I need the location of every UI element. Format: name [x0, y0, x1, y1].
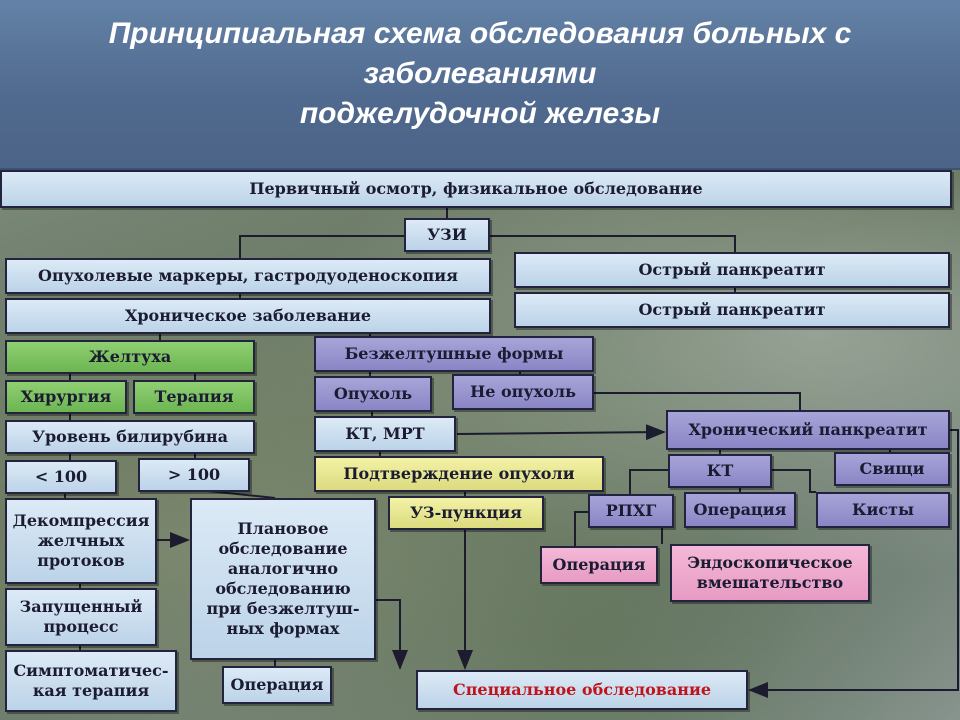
line-rphg-operation: [574, 511, 588, 546]
box-bilirubin-less-100: < 100: [5, 460, 117, 494]
title-line-1: Принципиальная схема обследования больны…: [108, 17, 852, 50]
slide-header: Принципиальная схема обследования больны…: [0, 0, 960, 170]
box-not-tumor: Не опухоль: [452, 374, 594, 410]
line-more-planned: [207, 490, 276, 499]
box-cysts: Кисты: [816, 492, 950, 528]
arrow-ctmri-chronicpanc: [456, 424, 666, 441]
box-uzi: УЗИ: [404, 218, 490, 252]
title-line-2: заболеваниями: [363, 57, 597, 90]
title-line-3: поджелудочной железы: [299, 97, 661, 130]
box-endoscopic: Эндоскопическое вмешательство: [670, 544, 870, 602]
box-advanced-process: Запущенный процесс: [5, 588, 157, 646]
box-primary-exam: Первичный осмотр, физикальное обследован…: [0, 170, 952, 208]
box-fistulas: Свищи: [834, 452, 950, 486]
box-tumor-confirmation: Подтверждение опухоли: [314, 456, 604, 492]
box-special-exam: Специальное обследование: [416, 670, 748, 710]
box-rpkhg: РПХГ: [588, 494, 674, 528]
arrow-chronicpanc-special: [748, 429, 959, 698]
slide-title: Принципиальная схема обследования больны…: [10, 14, 950, 134]
box-operation-kt: Операция: [684, 492, 796, 528]
line-uzi-markers: [239, 235, 404, 258]
box-planned-exam: Плановое обследование аналогично обследо…: [190, 498, 376, 660]
arrow-planned-special: [375, 599, 408, 670]
box-kt: КТ: [668, 454, 772, 488]
line-uzi-acute: [490, 235, 736, 252]
box-symptomatic-therapy: Симптоматичес-кая терапия: [5, 650, 177, 712]
box-decompression: Декомпрессия желчных протоков: [5, 498, 157, 584]
box-chronic-pancreatitis: Хронический панкреатит: [666, 410, 950, 450]
box-jaundice: Желтуха: [5, 340, 255, 374]
box-non-jaundice-forms: Безжелтушные формы: [314, 336, 594, 372]
box-acute-pancreatitis-2: Острый панкреатит: [514, 292, 950, 328]
box-bilirubin-level: Уровень билирубина: [5, 420, 255, 454]
box-chronic-disease: Хроническое заболевание: [5, 298, 491, 334]
box-operation-rphg: Операция: [540, 546, 658, 584]
line-nottumor-chronicpanc: [590, 392, 801, 410]
box-tumor-markers: Опухолевые маркеры, гастродуоденоскопия: [5, 258, 491, 294]
line-kt-rphg: [629, 469, 668, 494]
box-uz-puncture: УЗ-пункция: [388, 496, 544, 530]
box-ct-mri: КТ, МРТ: [314, 416, 456, 452]
box-surgery: Хирургия: [5, 380, 127, 414]
line-kt-cysts: [772, 469, 816, 493]
box-operation-bottom: Операция: [222, 666, 332, 704]
box-acute-pancreatitis-1: Острый панкреатит: [514, 252, 950, 288]
box-therapy: Терапия: [133, 380, 255, 414]
box-bilirubin-more-100: > 100: [138, 458, 250, 492]
box-tumor: Опухоль: [314, 376, 432, 412]
